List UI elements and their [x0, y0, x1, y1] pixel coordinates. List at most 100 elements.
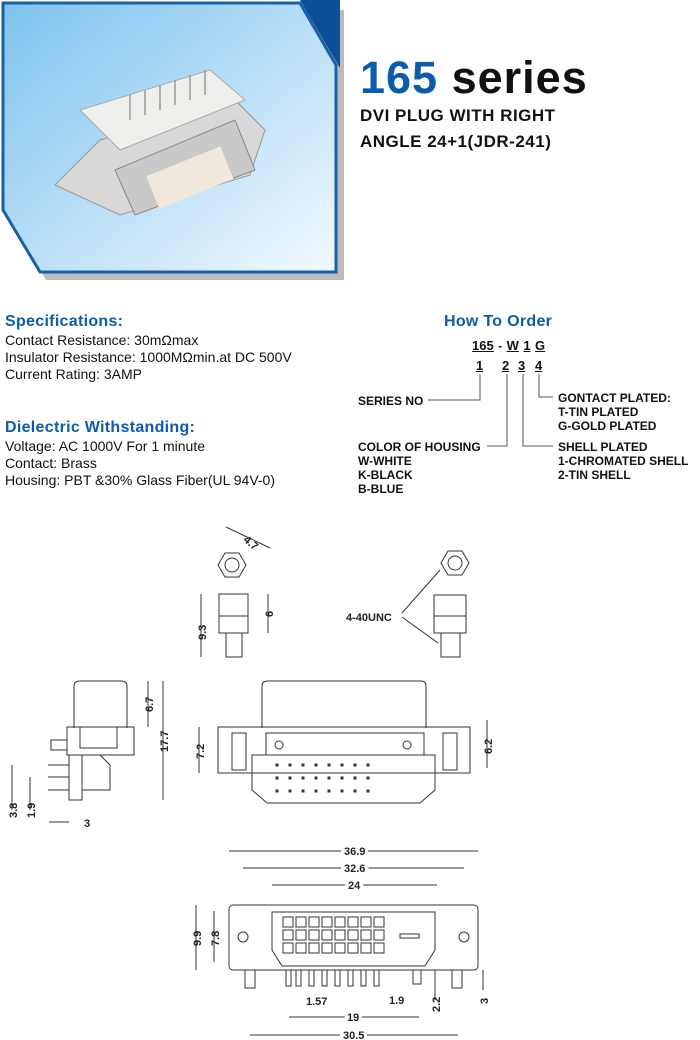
how-to-order-heading: How To Order	[444, 313, 553, 330]
contact-cell	[373, 929, 385, 941]
contact-cell	[373, 916, 385, 928]
subtitle-line2: ANGLE 24+1(JDR-241)	[360, 132, 552, 151]
dim-label: 19	[347, 1012, 359, 1024]
contact-option: G-GOLD PLATED	[558, 419, 657, 433]
connector-image	[54, 69, 266, 216]
contact-cell	[308, 916, 320, 928]
contact-cell	[327, 776, 331, 780]
contact-cell	[314, 789, 318, 793]
position-1: 1	[476, 358, 484, 373]
contact-cell	[353, 776, 357, 780]
subtitle-line1: DVI PLUG WITH RIGHT	[360, 106, 556, 125]
dim-label: 1.9	[389, 995, 404, 1007]
bottom-view	[195, 850, 484, 1036]
dim-label: 17.7	[159, 731, 171, 752]
housing-option: K-BLACK	[358, 468, 413, 482]
contact-cell	[314, 763, 318, 767]
dim-label: 7.2	[195, 744, 207, 759]
contact-cell	[308, 929, 320, 941]
dielectric-line: Contact: Brass	[5, 455, 97, 471]
contact-cell	[353, 763, 357, 767]
position-3: 3	[518, 358, 526, 373]
spec-line: Current Rating: 3AMP	[5, 366, 142, 382]
position-2: 2	[502, 358, 510, 373]
dim-label: 9.3	[197, 625, 209, 640]
dim-label: 2.2	[431, 997, 443, 1012]
dim-label: 24	[348, 880, 361, 892]
spacer-side-view	[200, 526, 467, 658]
contact-grid	[275, 763, 385, 954]
contact-cell	[314, 776, 318, 780]
contact-cell	[340, 776, 344, 780]
housing-label: COLOR OF HOUSING	[358, 440, 481, 454]
product-photo	[1, 0, 344, 280]
dim-label: 1.57	[306, 996, 327, 1008]
contact-cell	[334, 916, 346, 928]
dim-label: 6	[264, 611, 276, 617]
contact-cell	[360, 942, 372, 954]
contact-cell	[288, 763, 292, 767]
dim-label: 4.7	[241, 534, 260, 553]
contact-cell	[347, 929, 359, 941]
spec-line: Contact Resistance: 30mΩmax	[5, 332, 199, 348]
contact-cell	[282, 942, 294, 954]
contact-cell	[301, 789, 305, 793]
order-code: 165 - W 1 G	[472, 338, 546, 353]
contact-cell	[295, 916, 307, 928]
contact-cell	[373, 942, 385, 954]
dim-label: 36.9	[344, 846, 365, 858]
hex-nut-top-view	[217, 550, 470, 578]
contact-cell	[366, 789, 370, 793]
series-number: 165	[360, 52, 439, 103]
contact-cell	[282, 916, 294, 928]
series-no-label: SERIES NO	[358, 394, 424, 408]
dim-label: 9.9	[192, 931, 204, 946]
contact-cell	[308, 942, 320, 954]
series-word: series	[451, 52, 588, 103]
dim-label: 30.5	[343, 1030, 364, 1040]
dim-label: 6.2	[483, 739, 495, 754]
contact-cell	[340, 789, 344, 793]
contact-cell	[353, 789, 357, 793]
contact-cell	[360, 916, 372, 928]
shell-option: 1-CHROMATED SHELL	[558, 454, 689, 468]
contact-cell	[321, 942, 333, 954]
contact-cell	[301, 776, 305, 780]
dielectric-line: Housing: PBT &30% Glass Fiber(UL 94V-0)	[5, 472, 276, 488]
contact-cell	[321, 929, 333, 941]
contact-cell	[360, 929, 372, 941]
dim-label: 1.9	[26, 803, 38, 818]
contact-cell	[366, 763, 370, 767]
contact-cell	[327, 789, 331, 793]
contact-cell	[275, 763, 279, 767]
contact-cell	[275, 776, 279, 780]
front-view	[198, 680, 488, 804]
contact-cell	[366, 776, 370, 780]
contact-cell	[282, 929, 294, 941]
contact-cell	[340, 763, 344, 767]
contact-cell	[295, 929, 307, 941]
spec-line: Insulator Resistance: 1000MΩmin.at DC 50…	[5, 349, 292, 365]
contact-cell	[327, 763, 331, 767]
contact-option: T-TIN PLATED	[558, 405, 639, 419]
page-title: 165 series	[360, 52, 588, 104]
contact-cell	[288, 789, 292, 793]
contact-cell	[347, 942, 359, 954]
contact-cell	[301, 763, 305, 767]
specifications-heading: Specifications:	[5, 313, 124, 330]
side-view	[11, 680, 164, 823]
dim-label: 32.6	[344, 863, 365, 875]
contact-cell	[334, 929, 346, 941]
contact-cell	[347, 916, 359, 928]
dielectric-line: Voltage: AC 1000V For 1 minute	[5, 438, 206, 454]
housing-option: W-WHITE	[358, 454, 412, 468]
dim-label: 3	[84, 818, 90, 830]
dielectric-heading: Dielectric Withstanding:	[5, 419, 196, 436]
housing-option: B-BLUE	[358, 482, 404, 496]
dim-label: 3	[479, 998, 491, 1004]
contact-cell	[295, 942, 307, 954]
contact-cell	[275, 789, 279, 793]
dim-label: 6.7	[144, 697, 156, 712]
